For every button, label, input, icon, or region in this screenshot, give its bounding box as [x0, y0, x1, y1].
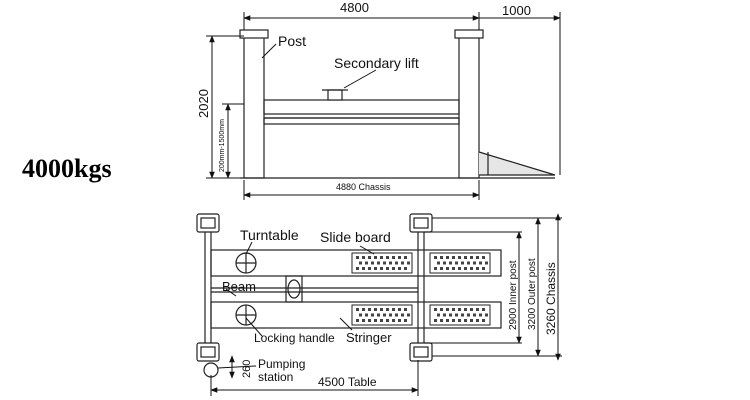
inner-post-label: 2900 Inner post [508, 260, 519, 330]
post-tl [196, 213, 220, 233]
slide-board-4 [429, 304, 491, 326]
chassis-label: 3260 Chassis [544, 262, 558, 335]
outer-post-label: 3200 Outer post [527, 258, 538, 330]
capacity-label: 4000kgs [22, 154, 112, 183]
ramp [478, 151, 556, 176]
table-label: 4500 Table [318, 375, 377, 389]
turntable-label: Turntable [240, 227, 299, 243]
slide-boards [351, 252, 491, 326]
slide-board-1 [351, 252, 413, 274]
runway-top [210, 249, 502, 277]
stringer-label: Stringer [346, 330, 392, 345]
pumping-label-2: station [258, 370, 293, 384]
top-view [196, 213, 502, 378]
dim-260: 260 [241, 360, 253, 378]
secondary-lift [327, 89, 343, 101]
side-view [239, 29, 556, 179]
dim-2020: 2020 [196, 89, 211, 118]
left-post [243, 35, 265, 179]
dim-lift-range: 200mm-1500mm [219, 119, 226, 172]
platform [263, 99, 460, 115]
side-chassis-label: 4880 Chassis [336, 182, 391, 192]
locking-handle-label: Locking handle [254, 331, 335, 345]
slide-board-2 [429, 252, 491, 274]
post-label: Post [278, 33, 306, 49]
pumping-label-1: Pumping [258, 357, 305, 371]
pumping-station [203, 362, 219, 378]
post-bl [196, 342, 220, 362]
slide-board-3 [351, 304, 413, 326]
post-br [409, 342, 433, 362]
dim-4800: 4800 [340, 0, 369, 15]
post-tr [409, 213, 433, 233]
dim-1000: 1000 [502, 3, 531, 18]
right-post [458, 35, 480, 179]
beam-label: Beam [222, 279, 256, 294]
secondary-lift-label: Secondary lift [334, 55, 419, 71]
slide-board-label: Slide board [320, 229, 391, 245]
runway-bottom [210, 301, 502, 329]
